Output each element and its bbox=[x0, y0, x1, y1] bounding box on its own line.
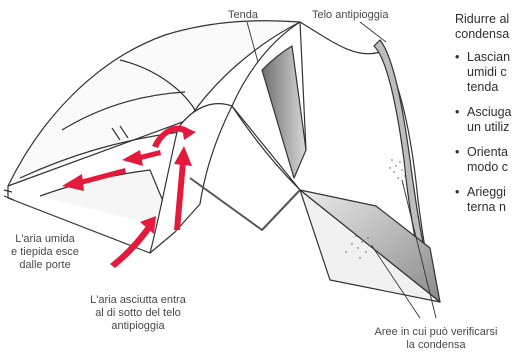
leader-line-telo bbox=[360, 22, 386, 42]
side-text-line: condensa bbox=[455, 27, 526, 42]
tip-line: Asciuga bbox=[467, 105, 526, 120]
label-telo-antipioggia: Telo antipioggia bbox=[312, 9, 388, 22]
tip-line: umidi c bbox=[467, 65, 526, 80]
tent-stake bbox=[4, 190, 14, 200]
humid-air-arrow bbox=[140, 150, 161, 160]
tip-line: terna n bbox=[467, 200, 526, 215]
tip-line: modo c bbox=[467, 160, 526, 175]
arrowhead bbox=[122, 150, 143, 166]
tip-item: • Asciuga un utiliz bbox=[455, 105, 526, 135]
tip-line: tenda bbox=[467, 80, 526, 95]
side-text-intro: Ridurre al condensa bbox=[455, 12, 526, 42]
bullet-icon: • bbox=[455, 50, 459, 65]
label-line: L'aria asciutta entra bbox=[82, 294, 194, 307]
tip-item: • Lascian umidi c tenda bbox=[455, 50, 526, 95]
label-aria-umida: L'aria umida e tiepida esce dalle porte bbox=[6, 233, 84, 272]
side-text-line: Ridurre al bbox=[455, 12, 526, 27]
bullet-icon: • bbox=[455, 105, 459, 120]
label-line: al di sotto del telo bbox=[82, 307, 194, 320]
label-line: Aree in cui può verificarsi bbox=[348, 326, 524, 339]
tips-list: • Lascian umidi c tenda • Asciuga un uti… bbox=[455, 50, 526, 215]
label-line: dalle porte bbox=[6, 259, 84, 272]
tip-line: Orienta bbox=[467, 145, 526, 160]
label-tenda: Tenda bbox=[228, 9, 258, 22]
label-aree-condensa: Aree in cui può verificarsi la condensa bbox=[348, 326, 524, 352]
tip-line: un utiliz bbox=[467, 120, 526, 135]
tip-line: Arieggi bbox=[467, 185, 526, 200]
bullet-icon: • bbox=[455, 145, 459, 160]
label-aria-asciutta: L'aria asciutta entra al di sotto del te… bbox=[82, 294, 194, 333]
tip-item: • Orienta modo c bbox=[455, 145, 526, 175]
label-line: la condensa bbox=[348, 339, 524, 352]
side-text-column: Ridurre al condensa • Lascian umidi c te… bbox=[455, 12, 526, 225]
tip-line: Lascian bbox=[467, 50, 526, 65]
tip-item: • Arieggi terna n bbox=[455, 185, 526, 215]
label-line: L'aria umida bbox=[6, 233, 84, 246]
label-line: e tiepida esce bbox=[6, 246, 84, 259]
label-line: antipioggia bbox=[82, 320, 194, 333]
bullet-icon: • bbox=[455, 185, 459, 200]
tent-pole bbox=[190, 178, 300, 230]
dry-air-arrow bbox=[110, 226, 151, 268]
